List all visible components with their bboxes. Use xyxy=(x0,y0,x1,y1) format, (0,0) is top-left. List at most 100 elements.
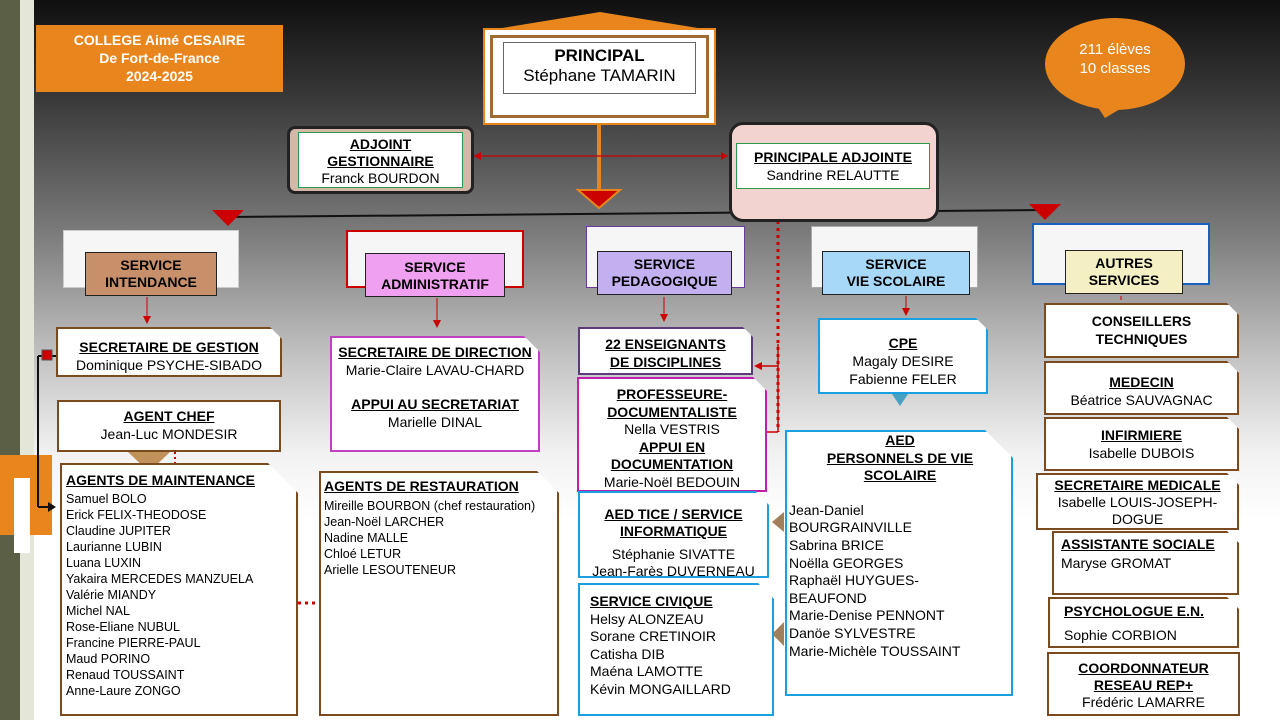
aed-box: AED PERSONNELS DE VIE SCOLAIRE Jean-Dani… xyxy=(785,430,1013,696)
maintenance-agent-name: Claudine JUPITER xyxy=(66,524,171,538)
infirmiere-title: INFIRMIERE xyxy=(1101,427,1182,443)
maintenance-agent-name: Yakaira MERCEDES MANZUELA xyxy=(66,572,254,586)
agent-chef-marker xyxy=(128,452,170,472)
enseignants-l1: 22 ENSEIGNANTS xyxy=(605,336,726,352)
service-civique-name: Kévin MONGAILLARD xyxy=(590,680,731,697)
secretaire-gestion-title: SECRETAIRE DE GESTION xyxy=(79,339,259,355)
white-side-tab xyxy=(14,478,30,553)
service-pedagogique-l2: PEDAGOGIQUE xyxy=(611,273,718,289)
documentaliste-box: PROFESSEURE- DOCUMENTALISTE Nella VESTRI… xyxy=(577,377,767,492)
student-count: 211 élèves xyxy=(1079,41,1151,58)
coordonnateur-t2: RESEAU REP+ xyxy=(1093,677,1194,693)
conseillers-t1: CONSEILLERS xyxy=(1091,313,1192,329)
restauration-agent-name: Arielle LESOUTENEUR xyxy=(324,563,456,577)
restauration-agent-name: Chloé LETUR xyxy=(324,547,402,561)
service-vie-scolaire-l1: SERVICE xyxy=(865,256,927,272)
maintenance-agent-name: Renaud TOUSSAINT xyxy=(66,668,185,682)
service-civique-title: SERVICE CIVIQUE xyxy=(590,593,713,609)
medecin-name: Béatrice SAUVAGNAC xyxy=(1070,392,1213,408)
adjoint-title-2: GESTIONNAIRE xyxy=(327,153,434,169)
aed-t3: SCOLAIRE xyxy=(863,467,937,484)
secretaire-medicale-name2: DOGUE xyxy=(1111,511,1164,527)
maintenance-agent-name: Rose-Eliane NUBUL xyxy=(66,620,180,634)
secretaire-direction-name: Marie-Claire LAVAU-CHARD xyxy=(345,362,525,378)
service-civique-name: Helsy ALONZEAU xyxy=(590,610,704,627)
coordonnateur-name: Frédéric LAMARRE xyxy=(1082,694,1205,710)
secretaire-gestion-box: SECRETAIRE DE GESTION Dominique PSYCHE-S… xyxy=(56,327,282,377)
appui-documentation-name: Marie-Noël BEDOUIN xyxy=(603,473,741,490)
principal-down-arrow xyxy=(575,189,623,210)
aed-name: BEAUFOND xyxy=(789,589,867,606)
aed-name: Marie-Michèle TOUSSAINT xyxy=(789,642,961,659)
aed-name: BOURGRAINVILLE xyxy=(789,519,912,536)
assistante-sociale-box: ASSISTANTE SOCIALE Maryse GROMAT xyxy=(1052,531,1239,595)
enseignants-l2: DE DISCIPLINES xyxy=(609,354,722,370)
service-vie-scolaire-l2: VIE SCOLAIRE xyxy=(846,273,946,289)
restauration-agent-name: Mireille BOURBON (chef restauration) xyxy=(324,499,536,513)
aed-name: Marie-Denise PENNONT xyxy=(789,607,945,624)
aed-t1: AED xyxy=(885,432,915,448)
documentaliste-name: Nella VESTRIS xyxy=(624,421,720,437)
agents-maintenance-title: AGENTS DE MAINTENANCE xyxy=(66,472,256,488)
principale-adjointe-box: PRINCIPALE ADJOINTE Sandrine RELAUTTE xyxy=(729,122,939,222)
conseillers-t2: TECHNIQUES xyxy=(1095,331,1188,347)
service-administratif: SERVICE ADMINISTRATIF xyxy=(365,253,505,297)
agent-chef-title: AGENT CHEF xyxy=(123,408,215,424)
secretaire-gestion-name: Dominique PSYCHE-SIBADO xyxy=(76,357,262,373)
arrow-left-service xyxy=(212,210,244,226)
principal-box: PRINCIPAL Stéphane TAMARIN xyxy=(483,28,716,125)
left-arrowhead xyxy=(474,152,481,160)
aed-name: Danöe SYLVESTRE xyxy=(789,624,916,641)
school-name: COLLEGE Aimé CESAIRE xyxy=(73,32,246,48)
service-autres-l2: SERVICES xyxy=(1088,272,1160,288)
coordonnateur-box: COORDONNATEUR RESEAU REP+ Frédéric LAMAR… xyxy=(1047,652,1240,716)
agents-restauration-title: AGENTS DE RESTAURATION xyxy=(324,478,519,494)
service-autres-l1: AUTRES xyxy=(1095,255,1153,271)
service-civique-name: Catisha DIB xyxy=(590,645,665,662)
medecin-title: MEDECIN xyxy=(1109,374,1174,390)
principal-roof xyxy=(490,12,710,30)
maintenance-agent-name: Francine PIERRE-PAUL xyxy=(66,636,201,650)
adjoint-name: Franck BOURDON xyxy=(321,170,440,186)
aed-tice-t1: AED TICE / SERVICE xyxy=(604,506,743,522)
arrow-administratif xyxy=(433,320,441,328)
secretaire-medicale-name1: Isabelle LOUIS-JOSEPH- xyxy=(1057,494,1218,510)
restauration-agent-name: Jean-Noël LARCHER xyxy=(324,515,445,529)
secretaire-medicale-box: SECRETAIRE MEDICALE Isabelle LOUIS-JOSEP… xyxy=(1036,473,1239,530)
appui-secretariat-title: APPUI AU SECRETARIAT xyxy=(351,396,519,412)
enseignants-box: 22 ENSEIGNANTS DE DISCIPLINES xyxy=(578,327,753,375)
cpe-title: CPE xyxy=(888,335,918,351)
service-administratif-l1: SERVICE xyxy=(404,259,466,275)
maintenance-agent-name: Valérie MIANDY xyxy=(66,588,157,602)
service-administratif-l2: ADMINISTRATIF xyxy=(381,276,489,292)
adjoint-gestionnaire-box: ADJOINT GESTIONNAIRE Franck BOURDON xyxy=(287,126,474,194)
maintenance-agent-name: Laurianne LUBIN xyxy=(66,540,162,554)
principal-name: Stéphane TAMARIN xyxy=(523,66,676,85)
school-year: 2024-2025 xyxy=(126,68,193,84)
agent-chef-name: Jean-Luc MONDESIR xyxy=(100,426,238,442)
aed-t2: PERSONNELS DE VIE xyxy=(826,449,974,466)
conseillers-box: CONSEILLERS TECHNIQUES xyxy=(1044,303,1239,358)
class-count: 10 classes xyxy=(1079,60,1151,77)
arrow-vie-scolaire xyxy=(902,308,910,316)
arrow-intendance xyxy=(143,316,151,324)
agents-restauration-list: Mireille BOURBON (chef restauration) Jean… xyxy=(324,498,557,578)
aed-tice-name: Stéphanie SIVATTE xyxy=(611,546,736,562)
school-label: COLLEGE Aimé CESAIRE De Fort-de-France 2… xyxy=(36,25,283,92)
psychologue-name: Sophie CORBION xyxy=(1064,627,1177,643)
maintenance-agent-name: Maud PORINO xyxy=(66,652,151,666)
service-vie-scolaire: SERVICE VIE SCOLAIRE xyxy=(822,251,970,295)
student-count-bubble: 211 élèves 10 classes xyxy=(1045,18,1185,118)
maintenance-agent-name: Anne-Laure ZONGO xyxy=(66,684,181,698)
restauration-agent-name: Nadine MALLE xyxy=(324,531,409,545)
service-intendance-l2: INTENDANCE xyxy=(105,274,197,290)
arrow-pedagogique xyxy=(660,314,668,322)
appui-secretariat-name: Marielle DINAL xyxy=(387,414,483,430)
secretaire-direction-title: SECRETAIRE DE DIRECTION xyxy=(338,344,532,360)
service-civique-name: Sorane CRETINOIR xyxy=(590,628,717,644)
psychologue-box: PSYCHOLOGUE E.N. Sophie CORBION xyxy=(1048,597,1239,648)
